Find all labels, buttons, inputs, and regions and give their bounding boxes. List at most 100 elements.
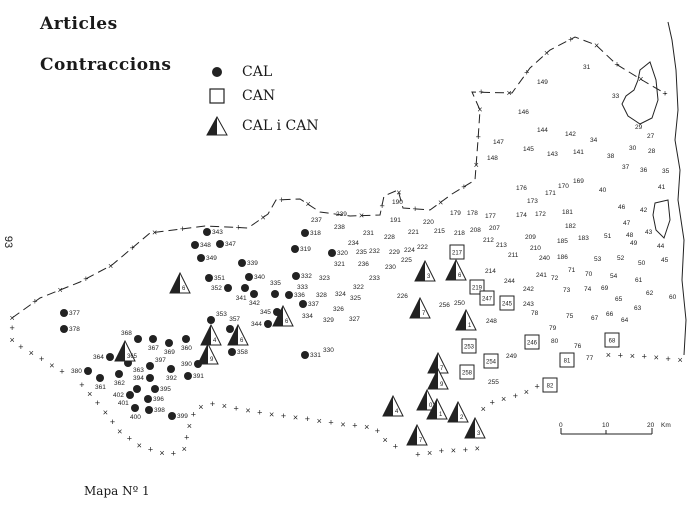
boundary-marker-icon: + bbox=[148, 444, 153, 454]
boundary-marker-icon: + bbox=[127, 434, 132, 444]
locality-label: 395 bbox=[160, 386, 171, 393]
boundary-marker-icon: × bbox=[245, 405, 250, 415]
locality-label: 145 bbox=[523, 146, 534, 153]
map-caption: Mapa Nº 1 bbox=[84, 484, 150, 498]
locality-label: 332 bbox=[301, 273, 312, 280]
boundary-marker-icon: × bbox=[654, 353, 659, 363]
locality-label: 173 bbox=[527, 198, 538, 205]
locality-label: 352 bbox=[211, 285, 222, 292]
filled-circle-icon bbox=[238, 259, 246, 267]
legend-label-cal-i-can: CAL i CAN bbox=[242, 118, 319, 134]
boundary-marker-icon: + bbox=[305, 414, 310, 424]
boundary-marker-icon: + bbox=[191, 410, 196, 420]
locality-label: 248 bbox=[486, 318, 497, 325]
boundary-marker-icon: × bbox=[317, 416, 322, 426]
locality-label: 334 bbox=[302, 313, 313, 320]
scale-unit: Km bbox=[661, 422, 671, 429]
locality-label: 179 bbox=[450, 210, 461, 217]
filled-circle-icon bbox=[145, 406, 153, 414]
locality-label: 211 bbox=[508, 252, 519, 259]
boundary-markers: ×+×+×+×++×+××+×+×+×+×+×+×+×+×+×+×+×+×+×+… bbox=[10, 34, 683, 459]
boundary-marker-icon: + bbox=[413, 204, 418, 214]
locality-label: 29 bbox=[635, 124, 643, 131]
locality-label: 49 bbox=[630, 240, 638, 247]
scale-tick-20: 20 bbox=[647, 422, 655, 429]
locality-label: 361 bbox=[95, 384, 106, 391]
locality-label: 4 bbox=[395, 409, 399, 415]
locality-label: 52 bbox=[617, 255, 625, 262]
locality-label: 44 bbox=[657, 243, 665, 250]
boundary-marker-icon: × bbox=[87, 389, 92, 399]
locality-label: 325 bbox=[350, 295, 361, 302]
cal-i-can-locality: 0 bbox=[416, 388, 438, 411]
locality-label: 330 bbox=[323, 347, 334, 354]
filled-circle-icon bbox=[151, 385, 159, 393]
filled-circle-icon bbox=[291, 245, 299, 253]
boundary-marker-icon: × bbox=[630, 351, 635, 361]
filled-circle-icon bbox=[60, 309, 68, 317]
locality-label: 54 bbox=[610, 273, 618, 280]
locality-label: 326 bbox=[333, 306, 344, 313]
locality-label: 68 bbox=[609, 339, 616, 345]
boundary-marker-icon: × bbox=[182, 444, 187, 454]
locality-label: 342 bbox=[249, 300, 260, 307]
filled-circle-icon bbox=[133, 385, 141, 393]
locality-label: 250 bbox=[454, 300, 465, 307]
boundary-marker-icon: × bbox=[10, 335, 15, 345]
locality-label: 81 bbox=[564, 359, 571, 365]
locality-label: 339 bbox=[247, 260, 258, 267]
locality-label: 230 bbox=[385, 264, 396, 271]
filled-circle-icon bbox=[168, 412, 176, 420]
locality-label: 246 bbox=[527, 341, 538, 347]
locality-label: 7 bbox=[440, 366, 444, 372]
open-square-icon bbox=[483, 353, 499, 369]
boundary-marker-icon: × bbox=[359, 211, 364, 221]
locality-label: 79 bbox=[549, 325, 557, 332]
boundary-marker-icon: + bbox=[476, 132, 481, 142]
locality-label: 390 bbox=[181, 361, 192, 368]
boundary-marker-icon: × bbox=[137, 440, 142, 450]
locality-label: 396 bbox=[153, 396, 164, 403]
boundary-marker-icon: × bbox=[477, 104, 482, 114]
locality-label: 78 bbox=[531, 310, 539, 317]
boundary-marker-icon: + bbox=[59, 367, 64, 377]
locality-label: 28 bbox=[648, 148, 656, 155]
locality-label: 239 bbox=[336, 211, 347, 218]
locality-label: 345 bbox=[260, 309, 271, 316]
locality-label: 351 bbox=[214, 275, 225, 282]
locality-label: 238 bbox=[334, 224, 345, 231]
filled-circle-icon bbox=[292, 272, 300, 280]
boundary-marker-icon: + bbox=[642, 351, 647, 361]
boundary-marker-icon: × bbox=[260, 213, 265, 223]
locality-label: 190 bbox=[392, 199, 403, 206]
locality-label: 212 bbox=[483, 237, 494, 244]
cal-i-can-locality: 4 bbox=[382, 394, 404, 417]
locality-label: 228 bbox=[384, 234, 395, 241]
boundary-marker-icon: × bbox=[364, 422, 369, 432]
locality-label: 225 bbox=[401, 257, 412, 264]
locality-label: 69 bbox=[601, 285, 609, 292]
locality-label: 235 bbox=[356, 249, 367, 256]
locality-label: 367 bbox=[148, 345, 159, 352]
boundary-marker-icon: × bbox=[152, 227, 157, 237]
locality-label: 37 bbox=[622, 164, 630, 171]
locality-label: 77 bbox=[586, 355, 594, 362]
filled-circle-icon bbox=[271, 290, 279, 298]
boundary-marker-icon: + bbox=[490, 398, 495, 408]
locality-label: 7 bbox=[422, 311, 426, 317]
boundary-marker-icon: + bbox=[439, 446, 444, 456]
cal-localities bbox=[60, 228, 336, 420]
locality-label: 323 bbox=[319, 275, 330, 282]
boundary-marker-icon: + bbox=[171, 448, 176, 458]
locality-label: 231 bbox=[363, 230, 374, 237]
boundary-marker-icon: + bbox=[39, 354, 44, 364]
filled-circle-icon bbox=[245, 273, 253, 281]
locality-label: 327 bbox=[349, 316, 360, 323]
boundary-marker-icon: + bbox=[393, 441, 398, 451]
locality-label: 4 bbox=[213, 338, 217, 344]
locality-label: 236 bbox=[358, 261, 369, 268]
locality-label: 70 bbox=[585, 271, 593, 278]
locality-label: 357 bbox=[229, 316, 240, 323]
